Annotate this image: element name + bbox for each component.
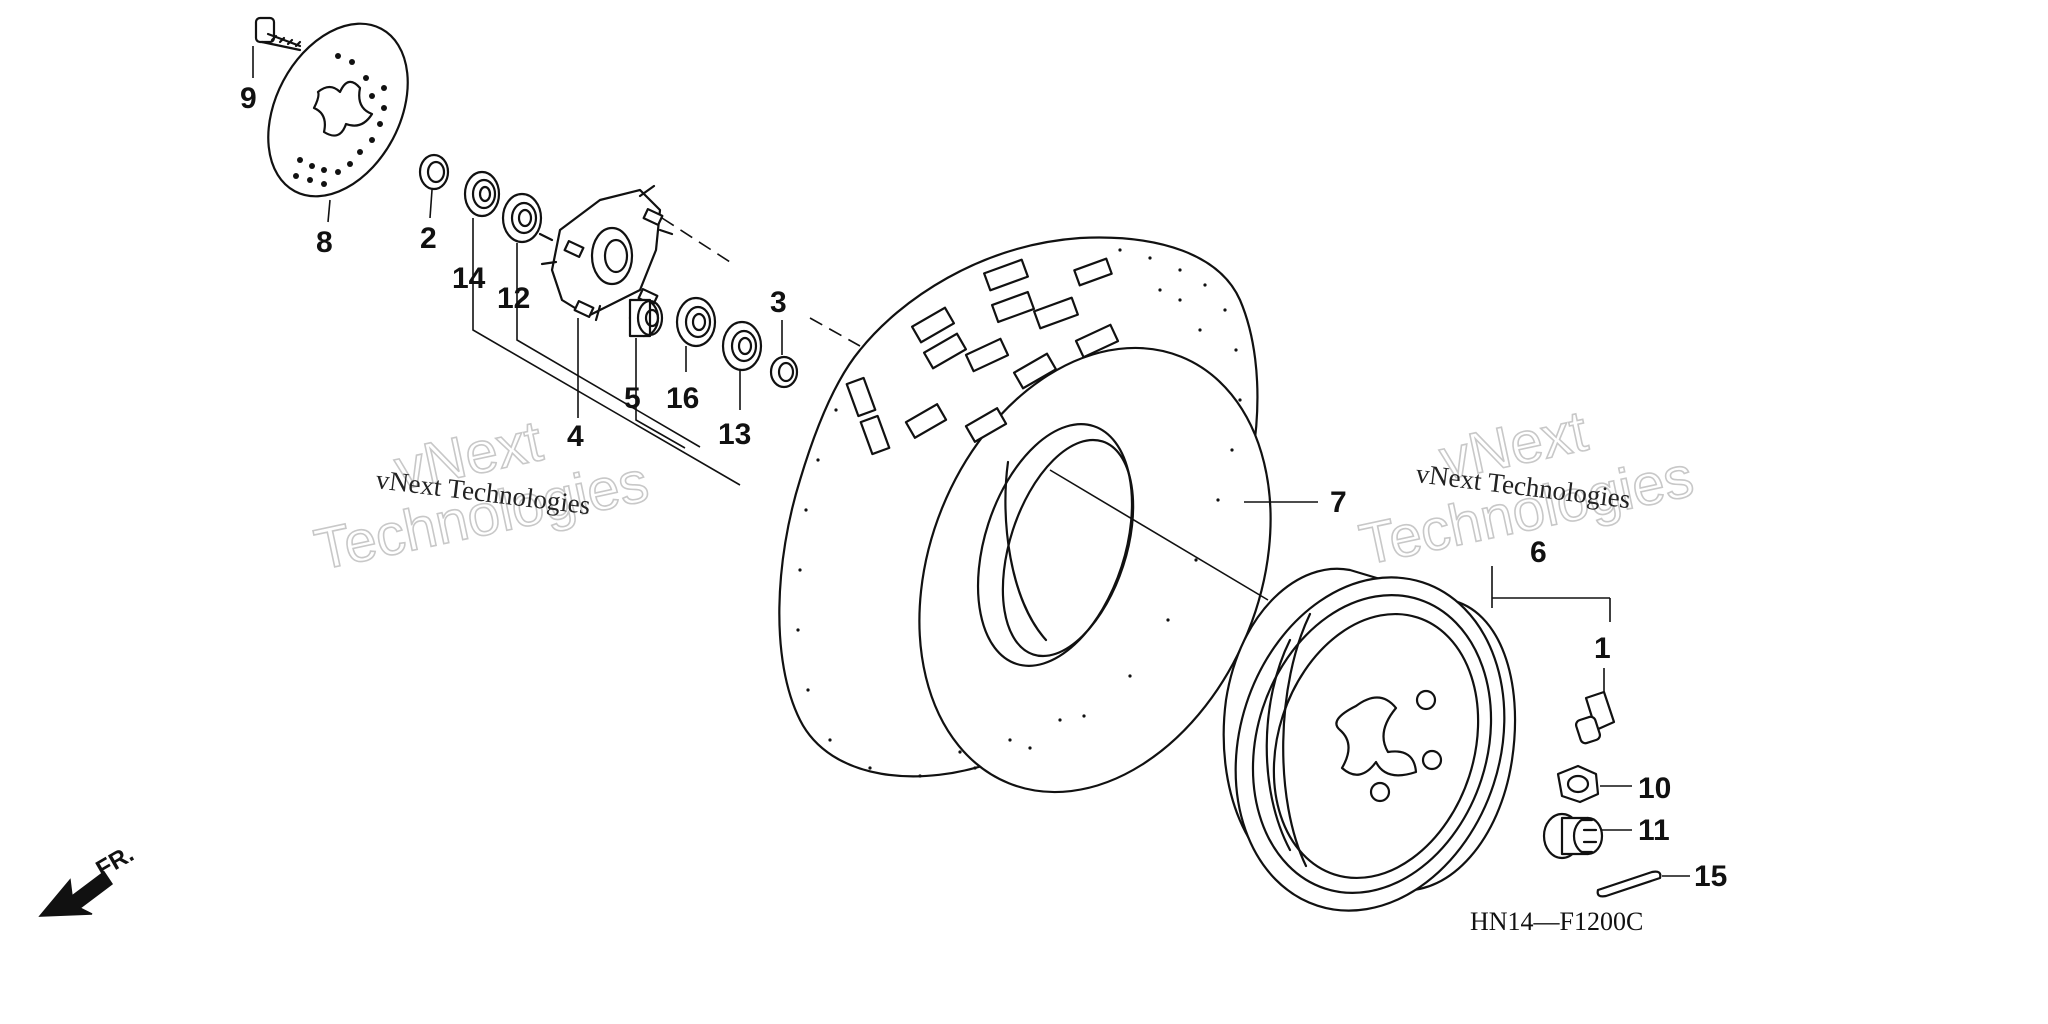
- callout-8: 8: [316, 226, 333, 259]
- callout-13: 13: [718, 418, 751, 451]
- part-hub: [538, 184, 674, 322]
- watermark-right: vNext Technologies vNext Technologies: [1353, 398, 1699, 579]
- part-wheel-nut: [1556, 764, 1600, 804]
- part-brake-disc: [267, 22, 409, 198]
- part-seal-left: [418, 153, 450, 191]
- callout-10: 10: [1638, 772, 1671, 805]
- part-seal-right: [769, 355, 799, 389]
- part-bearing-right-1: [675, 296, 717, 348]
- callout-3: 3: [770, 286, 787, 319]
- callout-11: 11: [1638, 814, 1670, 847]
- front-direction-indicator: FR.: [38, 840, 138, 917]
- callout-7: 7: [1330, 486, 1347, 519]
- callout-9: 9: [240, 82, 257, 115]
- callout-16: 16: [666, 382, 699, 415]
- part-valve: [1574, 690, 1616, 745]
- callout-2: 2: [420, 222, 437, 255]
- part-bearing-right-2: [721, 320, 763, 372]
- part-cotter-pin: [1596, 870, 1662, 898]
- part-bearing-left-2: [501, 192, 543, 244]
- part-bolt: [254, 16, 302, 52]
- callout-labels: 9 8 2 14 12 4 5 16 3 13 7 6 1 10 11 15: [240, 82, 1727, 893]
- part-tire: [778, 236, 1272, 794]
- callout-1: 1: [1594, 632, 1611, 665]
- callout-4: 4: [567, 420, 584, 453]
- leader-axle: [809, 317, 861, 347]
- leader-axle-center: [1049, 469, 1269, 601]
- callout-6: 6: [1530, 536, 1547, 569]
- callout-14: 14: [452, 262, 486, 295]
- diagram-code: HN14—F1200C: [1470, 907, 1643, 936]
- callout-12: 12: [497, 282, 530, 315]
- part-castle-nut: [1542, 812, 1604, 860]
- watermark-left: vNext Technologies vNext Technologies: [308, 408, 654, 584]
- part-bearing-left-1: [463, 170, 501, 218]
- leader-hub-stud: [661, 217, 731, 263]
- callout-5: 5: [624, 382, 641, 415]
- leader-lines: [252, 46, 1690, 877]
- front-arrow-icon: [38, 870, 114, 917]
- callout-15: 15: [1694, 860, 1727, 893]
- part-spacer: [628, 298, 664, 338]
- part-wheel-rim: [1222, 567, 1517, 912]
